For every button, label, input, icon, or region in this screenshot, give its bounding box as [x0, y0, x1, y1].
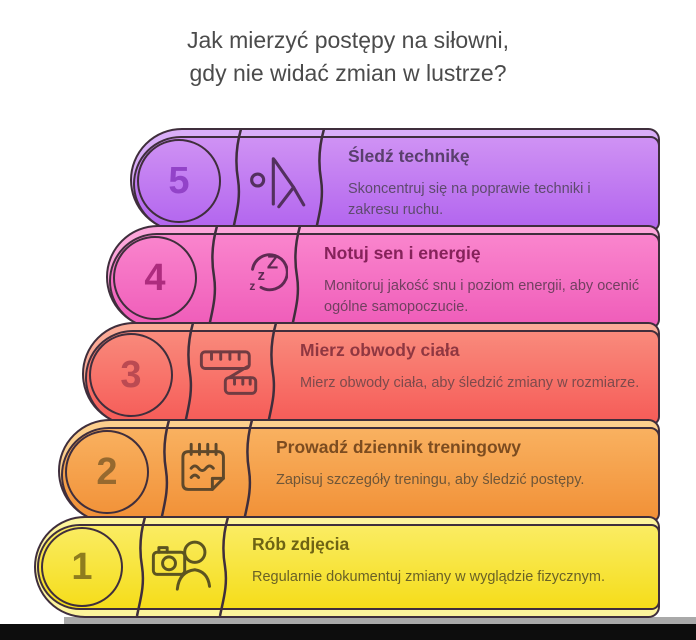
- step-title: Prowadź dziennik treningowy: [276, 437, 522, 457]
- stretching-person-icon: [242, 145, 312, 215]
- step-title: Rób zdjęcia: [252, 534, 350, 554]
- sleep-moon-icon: z z Z: [218, 242, 288, 312]
- step-row-2: 2 Prowadź dziennik treningowy Zapisuj sz…: [58, 419, 660, 523]
- measuring-tape-icon: [194, 339, 264, 409]
- step-number-ring: [113, 236, 197, 320]
- step-number-ring: [137, 139, 221, 223]
- svg-text:z: z: [258, 268, 265, 284]
- divider-line: [135, 517, 147, 616]
- divider-line: [266, 323, 278, 424]
- step-text: Prowadź dziennik treningowy Zapisuj szcz…: [276, 437, 644, 491]
- step-description: Regularnie dokumentuj zmiany w wyglądzie…: [252, 569, 605, 585]
- step-title: Notuj sen i energię: [324, 243, 481, 263]
- step-description: Skoncentruj się na poprawie techniki i z…: [348, 181, 591, 218]
- step-number: 2: [96, 450, 118, 493]
- divider-line: [207, 226, 219, 327]
- step-row-3: 3 Mierz obwody ciała Mierz obwody ciała,…: [82, 322, 660, 426]
- step-number: 3: [120, 353, 142, 396]
- page-title-line1: Jak mierzyć postępy na siłowni,: [186, 27, 510, 53]
- step-text: Notuj sen i energię Monitoruj jakość snu…: [324, 243, 644, 318]
- step-description: Mierz obwody ciała, aby śledzić zmiany w…: [300, 375, 640, 391]
- step-text: Śledź technikę Skoncentruj się na popraw…: [348, 146, 644, 221]
- step-description: Monitoruj jakość snu i poziom energii, a…: [324, 278, 640, 315]
- notebook-icon: [170, 436, 240, 506]
- bottom-black-bar: [0, 624, 696, 640]
- step-text: Rób zdjęcia Regularnie dokumentuj zmiany…: [252, 534, 644, 588]
- step-pill-front: [61, 427, 660, 523]
- svg-text:Z: Z: [267, 252, 278, 273]
- step-number-ring: [65, 430, 149, 514]
- step-row-1: 1 Rób zdjęcia Regularnie dokumentuj zmia…: [34, 516, 660, 618]
- step-number: 4: [144, 256, 166, 299]
- step-title: Śledź technikę: [348, 146, 470, 166]
- step-title: Mierz obwody ciała: [300, 340, 460, 360]
- step-number-ring: [41, 527, 123, 607]
- svg-text:z: z: [249, 279, 255, 293]
- step-row-5: 5 Śledź technikę Skoncentruj się na popr…: [130, 128, 660, 232]
- step-number: 5: [168, 159, 190, 202]
- divider-line: [231, 129, 243, 230]
- step-number: 1: [71, 545, 93, 588]
- divider-line: [242, 420, 254, 521]
- divider-line: [290, 226, 302, 327]
- drop-shadow-strip: [64, 617, 696, 624]
- divider-line: [159, 420, 171, 521]
- step-row-4: z z Z 4 Notuj sen i energię Monitoruj ja…: [106, 225, 660, 329]
- divider-line: [183, 323, 195, 424]
- step-number-ring: [89, 333, 173, 417]
- step-pill-front: [109, 233, 660, 329]
- step-description: Zapisuj szczegóły treningu, aby śledzić …: [276, 472, 585, 488]
- page-title-line2: gdy nie widać zmian w lustrze?: [189, 60, 507, 86]
- camera-person-icon: [146, 532, 216, 602]
- page-title: Jak mierzyć postępy na siłowni, gdy nie …: [0, 24, 696, 90]
- divider-line: [218, 517, 230, 616]
- step-text: Mierz obwody ciała Mierz obwody ciała, a…: [300, 340, 644, 394]
- divider-line: [314, 129, 326, 230]
